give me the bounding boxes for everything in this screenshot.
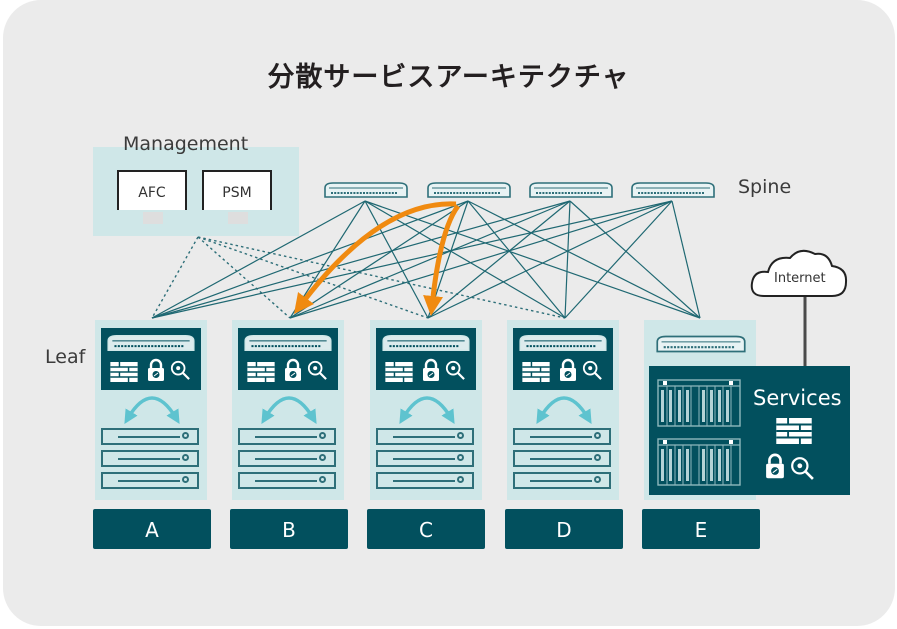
services-chassis-1: [657, 379, 741, 427]
services-inspect-icon: [790, 456, 814, 480]
rack-tag-a: A: [93, 509, 211, 549]
spine-switch-1: [323, 181, 409, 199]
server: [101, 428, 199, 445]
management-label: Management: [123, 133, 249, 155]
spine-switch-2: [426, 181, 512, 199]
internet-label: Internet: [774, 271, 826, 286]
rack-tag-e: E: [642, 509, 760, 549]
management-links: [151, 236, 566, 319]
services-lock-icon: [765, 453, 785, 480]
services-firewall-icon: [775, 418, 813, 444]
server: [238, 472, 336, 489]
spine-label: Spine: [738, 176, 792, 198]
spine-switch-4: [630, 181, 716, 199]
psm-monitor: PSM: [202, 170, 272, 210]
spine-leaf-mesh: [151, 200, 701, 319]
leaf-icons: [106, 334, 746, 382]
server: [101, 450, 199, 467]
rack-tag-b: B: [230, 509, 348, 549]
server: [238, 428, 336, 445]
services-chassis-2: [657, 438, 741, 486]
spine-switch-3: [528, 181, 614, 199]
server: [376, 450, 474, 467]
traffic-path-arrows: [293, 201, 461, 316]
afc-monitor-stand: [143, 212, 163, 224]
server: [101, 472, 199, 489]
server: [376, 472, 474, 489]
rack-tag-d: D: [505, 509, 623, 549]
server: [376, 428, 474, 445]
east-west-arrows: [124, 396, 592, 425]
rack-tag-c: C: [367, 509, 485, 549]
psm-monitor-stand: [228, 212, 248, 224]
services-label: Services: [753, 386, 842, 410]
internet-cloud-icon: [750, 249, 848, 297]
afc-monitor: AFC: [117, 170, 187, 210]
diagram-title: 分散サービスアーキテクチャ: [267, 62, 630, 93]
server: [238, 450, 336, 467]
server: [513, 450, 611, 467]
server: [513, 472, 611, 489]
server: [513, 428, 611, 445]
leaf-label: Leaf: [45, 346, 86, 368]
